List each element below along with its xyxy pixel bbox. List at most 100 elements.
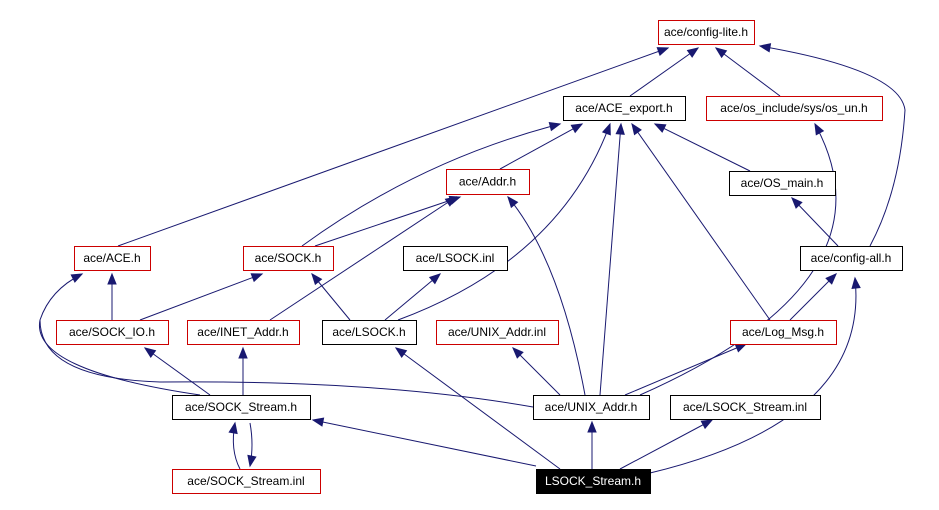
edge-unix_addr_h-to-log_msg xyxy=(624,343,748,396)
node-inet-addr[interactable]: ace/INET_Addr.h xyxy=(187,320,300,345)
edge-config_all-to-os_main xyxy=(791,197,839,247)
node-sock-stream-h[interactable]: ace/SOCK_Stream.h xyxy=(172,395,311,420)
node-label: ace/SOCK_Stream.inl xyxy=(187,474,304,488)
arrow-head-icon xyxy=(734,343,748,353)
arrow-head-icon xyxy=(507,195,519,209)
arrow-head-icon xyxy=(714,47,728,59)
node-label: ace/INET_Addr.h xyxy=(197,325,288,339)
node-os-main[interactable]: ace/OS_main.h xyxy=(729,171,836,196)
node-box xyxy=(729,171,836,196)
edge-line xyxy=(624,343,747,396)
node-box xyxy=(74,246,151,271)
edge-line xyxy=(631,123,771,321)
arrow-head-icon xyxy=(428,273,442,285)
node-label: ace/SOCK_IO.h xyxy=(69,325,155,339)
node-box xyxy=(243,246,334,271)
edge-sock_stream_h-to-sock_io xyxy=(143,347,211,396)
node-label: ace/SOCK_Stream.h xyxy=(185,400,297,414)
node-config-lite[interactable]: ace/config-lite.h xyxy=(658,20,755,45)
arrow-head-icon xyxy=(311,417,325,427)
arrow-head-icon xyxy=(656,47,670,57)
node-layer: ace/config-lite.h ace/ACE_export.h ace/os_… xyxy=(56,20,903,494)
edge-unix_addr_h-to-addr xyxy=(507,195,586,396)
arrow-head-icon xyxy=(587,420,597,433)
node-label: ace/LSOCK_Stream.inl xyxy=(683,400,807,414)
node-label: ace/SOCK.h xyxy=(255,251,322,265)
arrow-head-icon xyxy=(250,273,264,283)
node-label: ace/UNIX_Addr.inl xyxy=(448,325,546,339)
arrow-head-icon xyxy=(247,454,257,468)
edge-line xyxy=(384,273,441,321)
arrow-head-icon xyxy=(444,196,458,207)
arrow-head-icon xyxy=(686,47,700,58)
node-box xyxy=(322,320,417,345)
node-box xyxy=(670,395,821,420)
edge-line xyxy=(395,347,561,470)
arrow-head-icon xyxy=(311,272,323,286)
node-box xyxy=(56,320,169,345)
node-label: LSOCK_Stream.h xyxy=(545,474,641,488)
node-label: ace/ACE_export.h xyxy=(575,101,672,115)
node-box xyxy=(187,320,300,345)
node-os-un[interactable]: ace/os_include/sys/os_un.h xyxy=(706,96,883,121)
edge-line xyxy=(269,196,457,321)
edge-lsock_h-to-ace_export xyxy=(397,122,611,321)
arrow-head-icon xyxy=(143,347,157,358)
node-label: ace/ACE.h xyxy=(83,251,140,265)
edge-line xyxy=(789,273,837,321)
node-label: ace/os_include/sys/os_un.h xyxy=(720,101,867,115)
arrow-head-icon xyxy=(653,123,667,133)
node-box xyxy=(706,96,883,121)
edge-sock_stream_h-to-inet_addr xyxy=(238,346,248,395)
node-unix-addr-inl[interactable]: ace/UNIX_Addr.inl xyxy=(436,320,559,345)
node-box xyxy=(730,320,837,345)
node-box xyxy=(172,395,311,420)
edge-line xyxy=(759,45,906,247)
node-label: ace/Addr.h xyxy=(459,175,516,189)
arrow-head-icon xyxy=(631,122,642,136)
edge-line xyxy=(144,347,211,396)
arrow-head-icon xyxy=(825,273,837,285)
node-box xyxy=(800,246,903,271)
node-label: ace/LSOCK.h xyxy=(332,325,405,339)
edge-line xyxy=(791,197,839,247)
edge-sock_h-to-addr xyxy=(314,195,462,247)
edge-lsock_h-to-lsock_inl xyxy=(384,273,442,321)
node-config-all[interactable]: ace/config-all.h xyxy=(800,246,903,271)
edge-sock_stream_h-to-sock_stream_inl xyxy=(247,422,257,468)
node-log-msg[interactable]: ace/Log_Msg.h xyxy=(730,320,837,345)
node-sock-stream-inl[interactable]: ace/SOCK_Stream.inl xyxy=(172,469,321,494)
edge-ace_h-to-config_lite xyxy=(117,47,670,247)
edge-inet_addr-to-addr xyxy=(269,196,458,321)
edge-sock_io-to-ace_h xyxy=(107,272,117,320)
node-box xyxy=(172,469,321,494)
edge-line xyxy=(512,347,561,396)
edge-os_main-to-ace_export xyxy=(653,123,751,172)
edge-line xyxy=(397,123,611,321)
node-lsock-inl[interactable]: ace/LSOCK.inl xyxy=(403,246,508,271)
edge-ace_export-to-config_lite xyxy=(629,47,700,97)
node-box xyxy=(563,96,686,121)
node-lsock-h[interactable]: ace/LSOCK.h xyxy=(322,320,417,345)
edge-log_msg-to-ace_export xyxy=(631,122,771,321)
node-label: ace/OS_main.h xyxy=(741,176,824,190)
edge-line xyxy=(619,419,713,470)
edge-sock_stream_inl-to-sock_stream_h xyxy=(228,421,241,470)
edge-addr-to-ace_export xyxy=(499,123,584,170)
node-lsock-stream-h: LSOCK_Stream.h xyxy=(536,469,651,494)
node-ace-h[interactable]: ace/ACE.h xyxy=(74,246,151,271)
node-ace-export[interactable]: ace/ACE_export.h xyxy=(563,96,686,121)
edge-lsock_stream_h-to-sock_stream_h xyxy=(311,417,537,467)
edge-lsock_stream_h-to-lsock_stream_inl xyxy=(619,419,714,470)
node-label: ace/UNIX_Addr.h xyxy=(545,400,638,414)
node-lsock-stream-inl[interactable]: ace/LSOCK_Stream.inl xyxy=(670,395,821,420)
edge-line xyxy=(38,273,201,396)
node-sock-io[interactable]: ace/SOCK_IO.h xyxy=(56,320,169,345)
node-addr[interactable]: ace/Addr.h xyxy=(446,169,530,195)
edge-line xyxy=(139,273,263,321)
node-box xyxy=(436,320,559,345)
node-sock-h[interactable]: ace/SOCK.h xyxy=(243,246,334,271)
arrow-head-icon xyxy=(548,122,562,132)
arrow-head-icon xyxy=(791,197,803,209)
node-unix-addr-h[interactable]: ace/UNIX_Addr.h xyxy=(533,395,650,420)
